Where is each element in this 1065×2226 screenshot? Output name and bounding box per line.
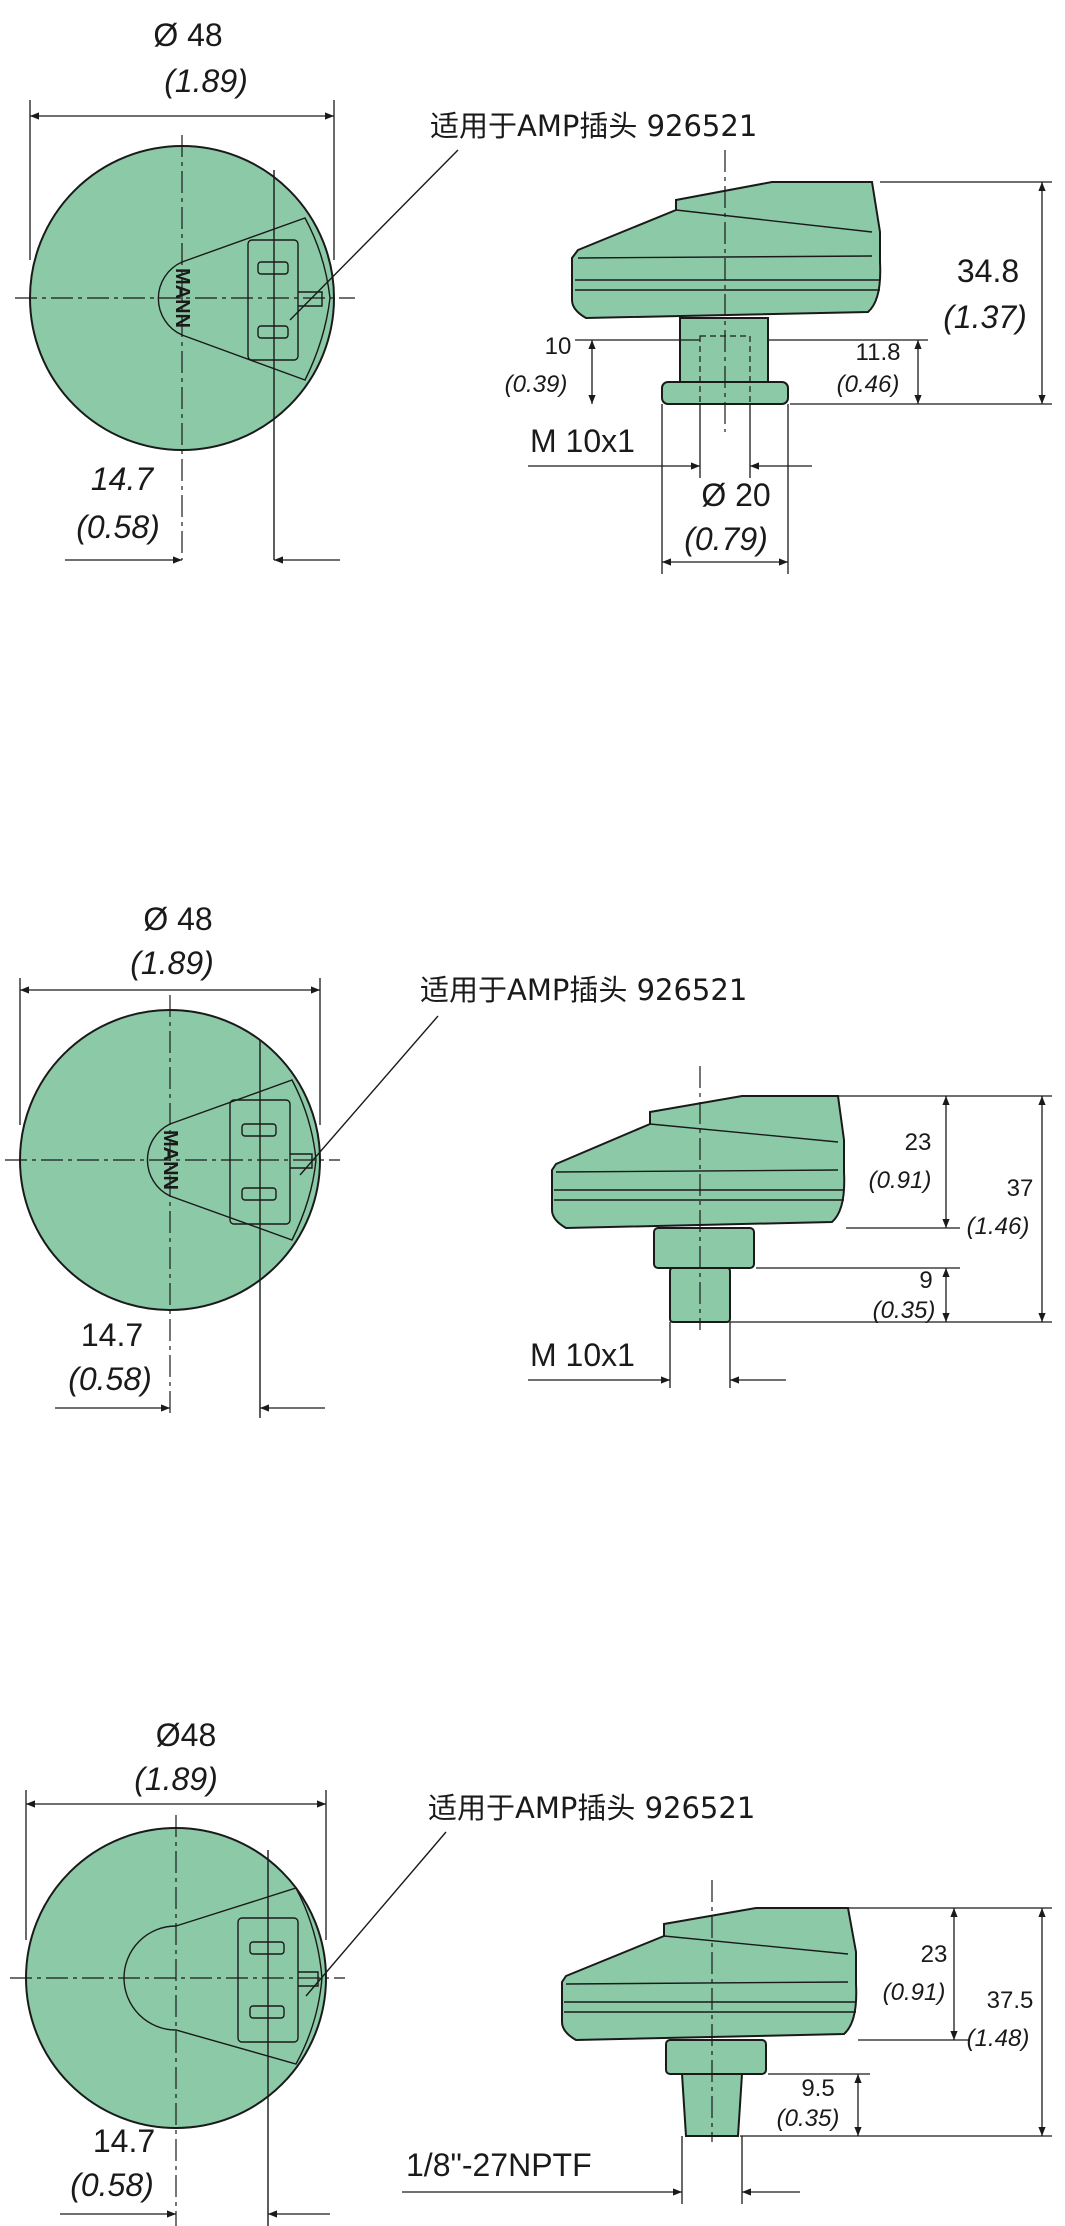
shaft bbox=[653, 1227, 755, 1269]
side-housing bbox=[571, 181, 882, 320]
connector-leader-line bbox=[289, 149, 459, 321]
connector-pin-1 bbox=[257, 261, 289, 275]
dim-b-label: 11.8 bbox=[856, 339, 901, 366]
dim-b-inch-label: (0.46) bbox=[837, 371, 900, 398]
dim-thread-len-label: 9 bbox=[919, 1267, 932, 1294]
shaft-dia-inch-label: (0.79) bbox=[684, 521, 768, 557]
connector-socket bbox=[247, 239, 299, 361]
connector-outline bbox=[157, 217, 331, 381]
offset-label: 14.7 bbox=[81, 1317, 143, 1353]
shaft bbox=[679, 317, 769, 383]
dim-thread-len-label: 9.5 bbox=[801, 2075, 834, 2102]
view-1: MANN Ø 48 (1.89) 适用于AMP插头 926521 14.7 (0… bbox=[15, 17, 1052, 574]
connector-outline bbox=[123, 1887, 323, 2065]
diameter-inch-label: (1.89) bbox=[164, 63, 248, 99]
dim-upper-inch-label: (0.91) bbox=[883, 1979, 946, 2006]
connector-note: 适用于AMP插头 926521 bbox=[420, 973, 747, 1007]
dim-upper-label: 23 bbox=[905, 1129, 932, 1156]
connector-outline bbox=[146, 1079, 317, 1241]
height-total-label: 37 bbox=[1007, 1175, 1034, 1202]
thread-label: M 10x1 bbox=[530, 423, 635, 459]
dim-upper-inch-label: (0.91) bbox=[869, 1167, 932, 1194]
height-total-label: 34.8 bbox=[957, 253, 1019, 289]
dim-thread-len-inch-label: (0.35) bbox=[777, 2105, 840, 2132]
dim-upper-label: 23 bbox=[921, 1941, 948, 1968]
thread-label: 1/8"-27NPTF bbox=[406, 2147, 592, 2183]
view-2-side-view: 23 (0.91) 37 (1.46) 9 (0.35) M 10x1 bbox=[528, 1066, 1052, 1388]
connector-pin-1 bbox=[249, 1941, 285, 1955]
connector-note: 适用于AMP插头 926521 bbox=[430, 109, 757, 143]
diameter-label: Ø48 bbox=[156, 1717, 216, 1753]
diameter-label: Ø 48 bbox=[153, 17, 222, 53]
height-total-label: 37.5 bbox=[987, 1987, 1034, 2014]
height-total-inch-label: (1.37) bbox=[943, 299, 1027, 335]
view-2: MANN Ø 48 (1.89) 适用于AMP插头 926521 14.7 (0… bbox=[5, 901, 1052, 1418]
connector-latch bbox=[298, 291, 323, 307]
offset-inch-label: (0.58) bbox=[76, 509, 160, 545]
view-3-top-view: Ø48 (1.89) 适用于AMP插头 926521 14.7 (0.58) bbox=[10, 1717, 755, 2226]
view-2-top-view: MANN Ø 48 (1.89) 适用于AMP插头 926521 14.7 (0… bbox=[5, 901, 747, 1418]
height-total-inch-label: (1.48) bbox=[967, 2025, 1030, 2052]
connector-leader-line bbox=[299, 1015, 439, 1176]
diameter-inch-label: (1.89) bbox=[130, 945, 214, 981]
shaft bbox=[665, 2039, 767, 2075]
dim-thread-len-inch-label: (0.35) bbox=[873, 1297, 936, 1324]
side-housing bbox=[561, 1907, 858, 2042]
connector-latch bbox=[298, 1971, 319, 1987]
offset-inch-label: (0.58) bbox=[68, 1361, 152, 1397]
diameter-inch-label: (1.89) bbox=[134, 1761, 218, 1797]
dim-a-label: 10 bbox=[545, 333, 572, 360]
thread-label: M 10x1 bbox=[530, 1337, 635, 1373]
connector-leader-line bbox=[305, 1831, 447, 1997]
height-total-inch-label: (1.46) bbox=[967, 1213, 1030, 1240]
view-3: Ø48 (1.89) 适用于AMP插头 926521 14.7 (0.58) 2… bbox=[10, 1717, 1052, 2226]
connector-pin-1 bbox=[241, 1123, 277, 1137]
view-1-side-view: 34.8 (1.37) 10 (0.39) 11.8 (0.46) M 10x1… bbox=[505, 150, 1052, 574]
connector-pin-2 bbox=[249, 2005, 285, 2019]
diameter-label: Ø 48 bbox=[143, 901, 212, 937]
view-1-top-view: MANN Ø 48 (1.89) 适用于AMP插头 926521 14.7 (0… bbox=[15, 17, 757, 564]
view-3-side-view: 23 (0.91) 37.5 (1.48) 9.5 (0.35) 1/8"-27… bbox=[402, 1880, 1052, 2204]
offset-label: 14.7 bbox=[93, 2123, 155, 2159]
side-housing bbox=[551, 1095, 846, 1230]
offset-inch-label: (0.58) bbox=[70, 2167, 154, 2203]
shaft-dia-label: Ø 20 bbox=[701, 477, 770, 513]
connector-pin-2 bbox=[241, 1187, 277, 1201]
connector-note: 适用于AMP插头 926521 bbox=[428, 1791, 755, 1825]
dim-a-inch-label: (0.39) bbox=[505, 371, 568, 398]
connector-pin-2 bbox=[257, 325, 289, 339]
offset-label: 14.7 bbox=[91, 461, 154, 497]
